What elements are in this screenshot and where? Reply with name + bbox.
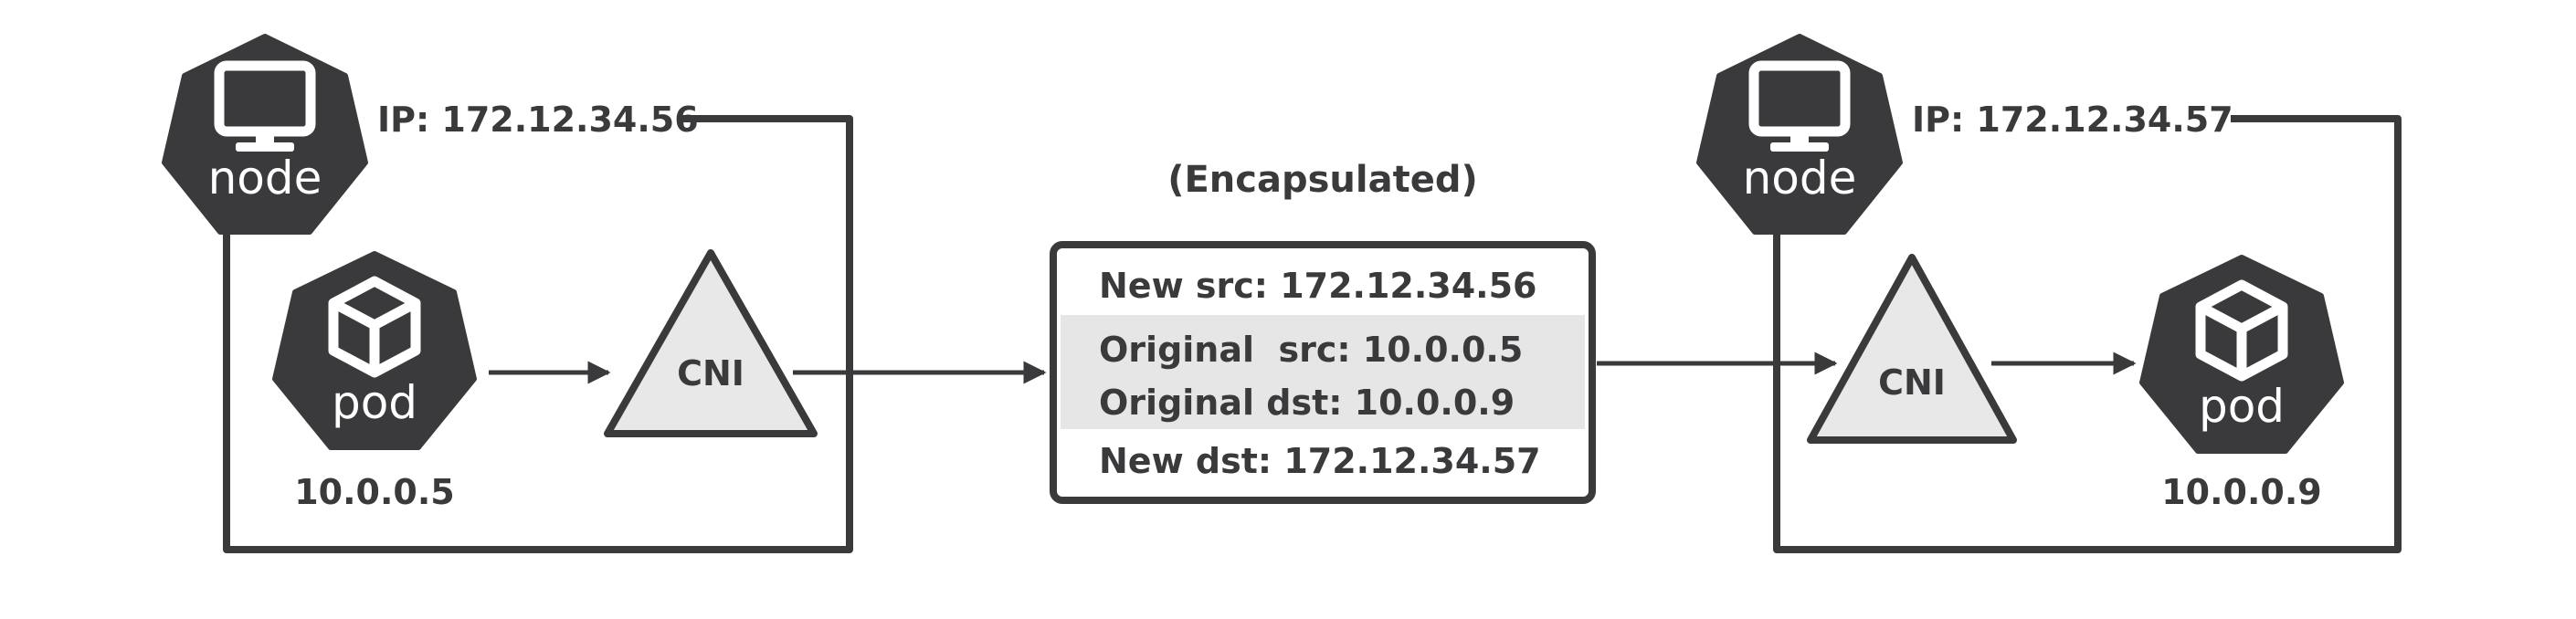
packet-caption: (Encapsulated) xyxy=(1167,159,1478,201)
cube-icon xyxy=(2195,279,2288,382)
packet-original-dst: Original dst: 10.0.0.9 xyxy=(1099,383,1515,423)
right-pod-label: pod xyxy=(2199,380,2285,433)
packet-group: (Encapsulated) New src: 172.12.34.56 Ori… xyxy=(1050,159,1596,504)
left-pod-label: pod xyxy=(332,376,417,429)
right-cni-label: CNI xyxy=(1878,362,1946,403)
left-cni-label: CNI xyxy=(677,353,744,393)
cube-icon xyxy=(328,276,421,378)
monitor-icon xyxy=(214,60,316,152)
packet-new-src: New src: 172.12.34.56 xyxy=(1099,266,1537,306)
left-node-group: node IP: 172.12.34.56 pod 10.0.0.5 CNI xyxy=(162,34,1047,553)
monitor-icon xyxy=(1748,60,1851,152)
right-pod-ip: 10.0.0.9 xyxy=(2161,472,2322,512)
right-node-boundary xyxy=(1773,115,2402,553)
left-node-ip: IP: 172.12.34.56 xyxy=(377,100,699,140)
right-node-label: node xyxy=(1743,152,1857,205)
left-node-label: node xyxy=(208,152,322,205)
right-cni-triangle xyxy=(1807,254,2017,444)
left-pod-ip: 10.0.0.5 xyxy=(294,472,455,512)
left-node-boundary xyxy=(223,115,853,553)
right-node-group: node IP: 172.12.34.57 CNI pod 10.0.0.9 xyxy=(1597,34,2402,553)
packet-original-src: Original src: 10.0.0.5 xyxy=(1099,330,1523,370)
packet-inner-highlight xyxy=(1061,315,1585,429)
packet-new-dst: New dst: 172.12.34.57 xyxy=(1099,441,1541,481)
left-cni-triangle xyxy=(604,249,818,437)
right-node-ip: IP: 172.12.34.57 xyxy=(1912,100,2233,140)
